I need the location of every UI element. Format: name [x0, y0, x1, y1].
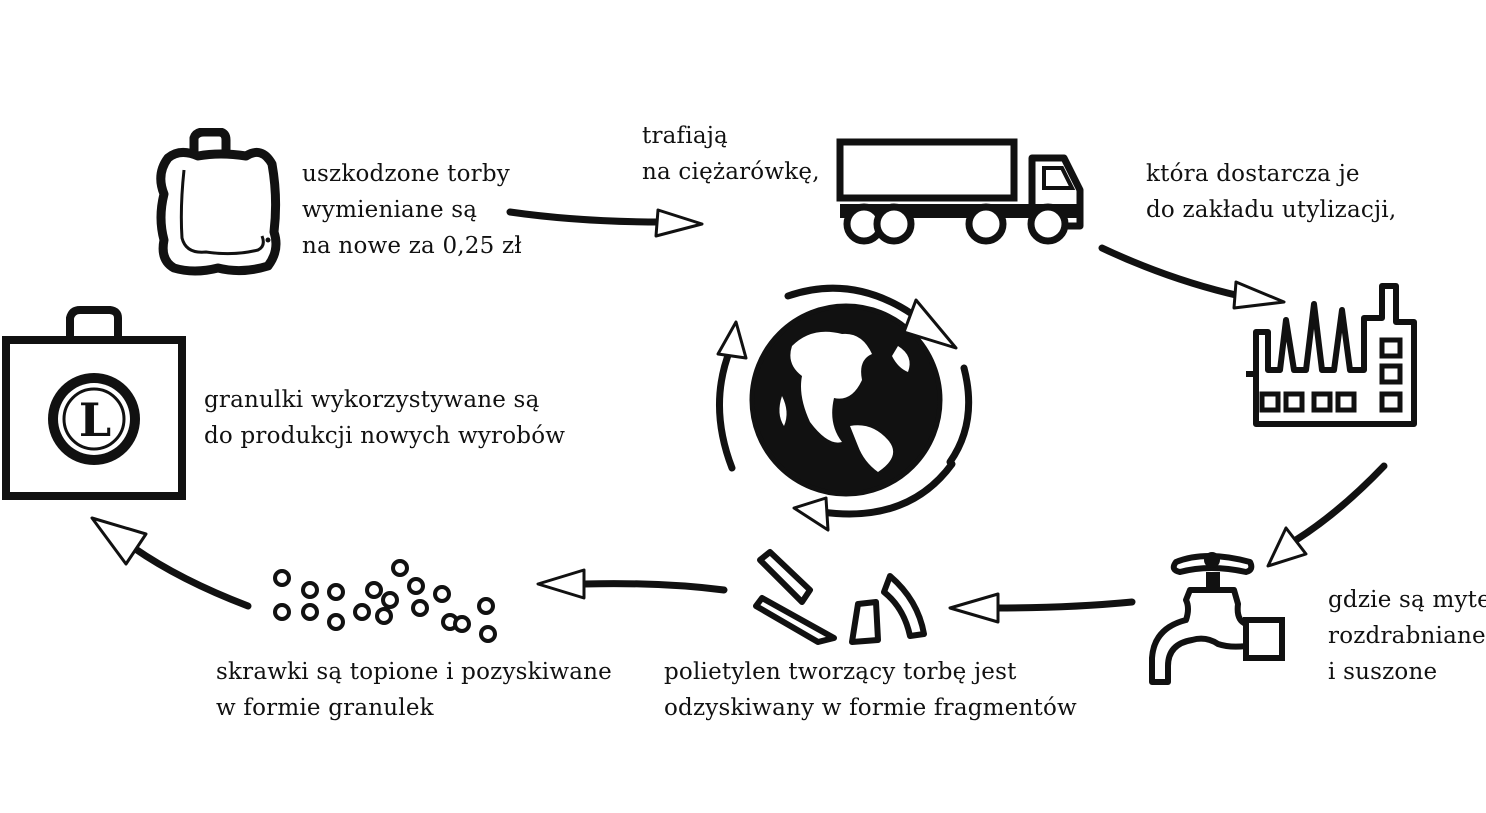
water-tap-icon	[1146, 548, 1288, 688]
granule	[301, 603, 319, 621]
label-line: gdzie są myte,	[1328, 587, 1486, 613]
label-line: do zakładu utylizacji,	[1146, 197, 1397, 223]
fragments-icon	[748, 548, 938, 648]
granule	[411, 599, 429, 617]
granule	[353, 603, 371, 621]
granule	[381, 591, 399, 609]
arrow-fragments-to-granules	[536, 568, 728, 600]
granules-icon	[266, 556, 506, 646]
logo-letter: L	[79, 393, 111, 447]
label-line: na ciężarówkę,	[642, 159, 820, 185]
new-bag-icon: L	[0, 306, 190, 502]
label-fragments: polietylen tworzący torbę jest odzyskiwa…	[664, 654, 1077, 726]
granule	[391, 559, 409, 577]
brand-logo: L	[48, 373, 140, 465]
label-damaged-bags: uszkodzone torby wymieniane są na nowe z…	[302, 156, 522, 264]
label-line: która dostarcza je	[1146, 161, 1360, 187]
granule	[273, 569, 291, 587]
label-line: granulki wykorzystywane są	[204, 387, 540, 413]
granule	[477, 597, 495, 615]
label-line: na nowe za 0,25 zł	[302, 233, 522, 259]
label-line: wymieniane są	[302, 197, 478, 223]
granule	[365, 581, 383, 599]
arrow-tap-to-fragments	[948, 592, 1136, 624]
label-line: rozdrabniane	[1328, 623, 1486, 649]
label-truck: trafiają na ciężarówkę,	[642, 118, 820, 190]
label-factory: która dostarcza je do zakładu utylizacji…	[1146, 156, 1396, 228]
arrow-truck-to-factory	[1098, 244, 1286, 310]
granule	[479, 625, 497, 643]
granule	[375, 607, 393, 625]
arrow-factory-to-tap	[1266, 462, 1388, 568]
truck-icon	[836, 138, 1086, 248]
granule	[273, 603, 291, 621]
granule	[407, 577, 425, 595]
granule	[433, 585, 451, 603]
label-line: do produkcji nowych wyrobów	[204, 423, 566, 449]
arrow-granules-to-new-bag	[90, 516, 252, 610]
granule	[327, 613, 345, 631]
granule	[327, 583, 345, 601]
factory-icon	[1244, 282, 1424, 430]
label-granules: skrawki są topione i pozyskiwane w formi…	[216, 654, 612, 726]
label-line: trafiają	[642, 123, 728, 149]
arrow-bag-to-truck	[506, 208, 704, 238]
label-washing: gdzie są myte, rozdrabniane i suszone	[1328, 582, 1486, 690]
label-line: skrawki są topione i pozyskiwane	[216, 659, 612, 685]
label-line: polietylen tworzący torbę jest	[664, 659, 1017, 685]
label-line: odzyskiwany w formie fragmentów	[664, 695, 1077, 721]
label-line: i suszone	[1328, 659, 1438, 685]
granule	[453, 615, 471, 633]
label-new-products: granulki wykorzystywane są do produkcji …	[204, 382, 565, 454]
label-line: uszkodzone torby	[302, 161, 510, 187]
damaged-bag-icon	[150, 128, 285, 278]
label-line: w formie granulek	[216, 695, 434, 721]
granule	[301, 581, 319, 599]
globe-icon	[702, 276, 992, 536]
